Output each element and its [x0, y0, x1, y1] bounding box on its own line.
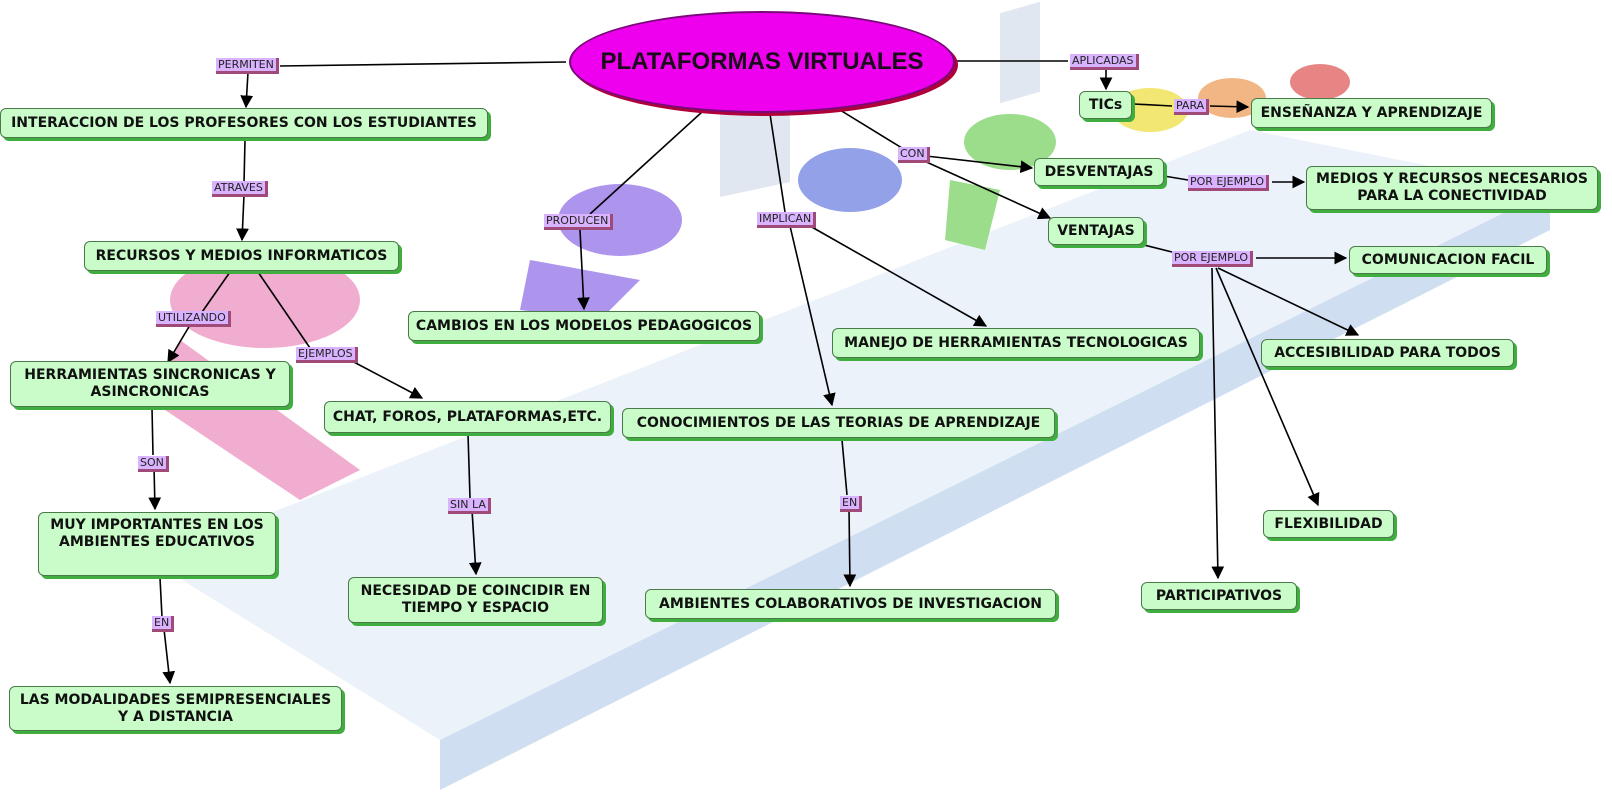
link-en-modalidades: [162, 628, 176, 685]
link-herramientas-son: [151, 407, 154, 456]
link-muy-en: [159, 577, 163, 618]
node-chat: CHAT, FOROS, PLATAFORMAS,ETC.: [324, 401, 611, 433]
link-con-ventajas: [921, 159, 1052, 220]
link-permiten-interaccion: [240, 71, 254, 109]
link-porejemplo-participativos: [1211, 267, 1225, 580]
link-atraves-recursos: [236, 194, 249, 242]
link-chat-sinla: [467, 433, 471, 499]
node-ventajas: VENTAJAS: [1048, 217, 1144, 245]
node-interaccion: INTERACCION DE LOS PROFESORES CON LOS ES…: [0, 108, 488, 138]
link-implican-conocimientos: [789, 225, 836, 407]
link-para-ensenanza: [1209, 100, 1250, 114]
link-ejemplos-chat: [349, 359, 424, 399]
node-cambios: CAMBIOS EN LOS MODELOS PEDAGOGICOS: [408, 311, 760, 341]
link-label-son: SON: [138, 456, 169, 472]
link-produce-cambios: [577, 229, 590, 311]
node-herramientas: HERRAMIENTAS SINCRONICAS Y ASINCRONICAS: [10, 361, 290, 407]
link-label-aplicadas: APLICADAS: [1070, 54, 1139, 70]
link-root-implican: [769, 113, 786, 213]
link-conocimientos-en: [841, 439, 848, 496]
node-muy-importantes: MUY IMPORTANTES EN LOS AMBIENTES EDUCATI…: [38, 512, 276, 576]
link-vent-porejemplo: [1139, 243, 1173, 253]
link-label-por-ejemplo-desv: POR EJEMPLO: [1188, 175, 1270, 191]
node-ambientes: AMBIENTES COLABORATIVOS DE INVESTIGACION: [645, 589, 1056, 619]
node-desventajas: DESVENTAJAS: [1034, 158, 1164, 186]
link-son-muy: [148, 466, 162, 511]
node-recursos: RECURSOS Y MEDIOS INFORMATICOS: [84, 241, 399, 271]
link-label-sin-la: SIN LA: [448, 498, 491, 514]
node-participativos: PARTICIPATIVOS: [1141, 582, 1297, 610]
node-necesidad: NECESIDAD DE COINCIDIR EN TIEMPO Y ESPAC…: [348, 577, 603, 623]
root-concept: PLATAFORMAS VIRTUALES: [569, 11, 955, 113]
link-con-desventajas: [925, 155, 1034, 174]
link-en-ambientes: [843, 507, 857, 588]
link-label-permiten: PERMITEN: [216, 58, 279, 74]
link-porejemplo-flexibilidad: [1215, 267, 1320, 507]
node-ensenanza: ENSEÑANZA Y APRENDIZAJE: [1251, 98, 1492, 128]
link-root-permiten: [279, 61, 567, 67]
link-root-con: [839, 109, 903, 149]
link-label-para: PARA: [1174, 99, 1210, 115]
node-flexibilidad: FLEXIBILIDAD: [1263, 510, 1394, 538]
link-label-utilizando: UTILIZANDO: [156, 311, 231, 327]
node-tics: TICs: [1079, 91, 1132, 119]
node-accesibilidad: ACCESIBILIDAD PARA TODOS: [1261, 339, 1514, 367]
link-label-ejemplos: EJEMPLOS: [296, 347, 358, 363]
link-porejemplo-accesibilidad: [1217, 267, 1360, 336]
link-interaccion-atraves: [243, 139, 246, 184]
link-root-produce: [589, 111, 703, 215]
node-comunicacion: COMUNICACION FACIL: [1349, 246, 1547, 274]
link-sinla-necesidad: [468, 509, 482, 576]
node-manejo: MANEJO DE HERRAMIENTAS TECNOLOGICAS: [832, 328, 1200, 358]
node-conocimientos: CONOCIMIENTOS DE LAS TEORIAS DE APRENDIZ…: [622, 408, 1055, 438]
link-label-implican: IMPLICAN: [757, 212, 817, 228]
link-label-atraves: ATRAVES: [212, 181, 268, 197]
link-label-por-ejemplo-vent: POR EJEMPLO: [1172, 251, 1254, 267]
link-implican-manejo: [809, 225, 988, 327]
link-recursos-utilizando: [199, 271, 231, 316]
link-label-con: CON: [898, 147, 930, 163]
link-label-en-ambientes: EN: [840, 496, 863, 512]
link-utilizando-herramientas: [167, 324, 191, 364]
node-medios: MEDIOS Y RECURSOS NECESARIOS PARA LA CON…: [1306, 166, 1598, 210]
link-recursos-ejemplos: [257, 271, 311, 349]
link-desv-porejemplo: [1163, 175, 1189, 181]
link-tics-para: [1133, 103, 1173, 107]
node-modalidades: LAS MODALIDADES SEMIPRESENCIALES Y A DIS…: [9, 686, 342, 731]
link-label-produce: PRODUCEN: [544, 214, 614, 230]
link-label-en-modalidades: EN: [152, 616, 175, 632]
